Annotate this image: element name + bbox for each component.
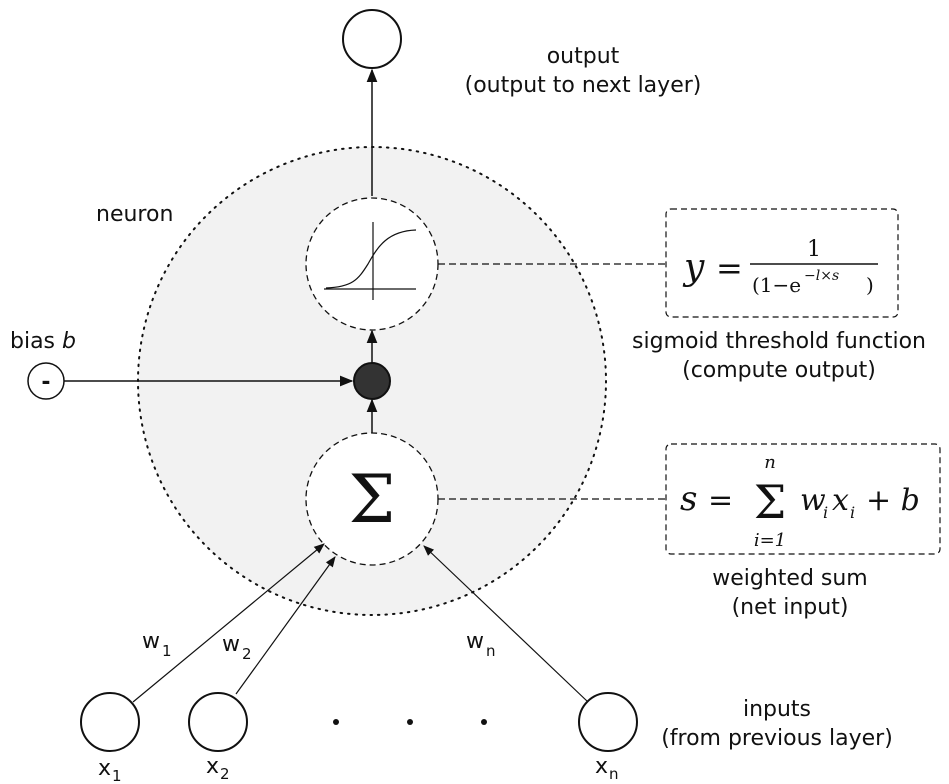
- svg-text:s: s: [680, 479, 697, 519]
- output-node: [342, 9, 402, 69]
- svg-text:(1−e: (1−e: [752, 273, 801, 297]
- sigmoid-node: [305, 197, 439, 331]
- sigmoid-subtitle: (compute output): [682, 358, 876, 383]
- svg-text:−l×s: −l×s: [804, 268, 839, 284]
- svg-text:y: y: [682, 247, 705, 288]
- sigmoid-formula: y = 1 (1−e −l×s ): [682, 237, 878, 297]
- sigmoid-graph-icon: [324, 222, 417, 300]
- inputs-subtitle: (from previous layer): [661, 726, 893, 751]
- input-node-2: [188, 692, 248, 752]
- activation-node: [353, 362, 391, 400]
- input-edge-1: [132, 543, 325, 703]
- output-sublabel: (output to next layer): [465, 73, 702, 98]
- svg-text:): ): [866, 273, 874, 297]
- svg-text:x: x: [832, 483, 849, 518]
- input-label-2: x2: [206, 754, 230, 783]
- sum-formula-box: [665, 443, 941, 555]
- output-label: output: [547, 44, 620, 69]
- sum-formula: s = n Σ i=1 w i x i + b: [680, 452, 920, 551]
- neuron-label: neuron: [96, 202, 173, 227]
- svg-text:i: i: [850, 503, 855, 522]
- input-label-n: xn: [595, 754, 619, 783]
- bias-label: bias b: [10, 329, 76, 354]
- sigmoid-title: sigmoid threshold function: [632, 329, 926, 354]
- ellipsis-dots: [333, 719, 487, 725]
- input-label-1: x1: [98, 756, 122, 784]
- svg-text:n: n: [764, 452, 776, 473]
- svg-text:i: i: [823, 503, 828, 522]
- svg-text:=: =: [716, 249, 743, 287]
- input-node-n: [578, 692, 638, 752]
- svg-text:w: w: [800, 483, 826, 518]
- input-node-1: [80, 692, 140, 752]
- svg-text:i=1: i=1: [754, 530, 786, 551]
- svg-text:Σ: Σ: [754, 475, 787, 529]
- bias-sign: -: [41, 370, 50, 395]
- sum-symbol-icon: Σ: [349, 461, 396, 538]
- input-edge-2: [235, 556, 336, 695]
- sigmoid-formula-box: [665, 208, 899, 318]
- input-edge-n: [423, 545, 589, 703]
- svg-text:=: =: [708, 483, 733, 518]
- svg-text:1: 1: [807, 237, 821, 262]
- sum-subtitle: (net input): [732, 595, 849, 620]
- sum-title: weighted sum: [712, 566, 868, 591]
- inputs-title: inputs: [743, 697, 811, 722]
- svg-text:+ b: + b: [866, 483, 920, 518]
